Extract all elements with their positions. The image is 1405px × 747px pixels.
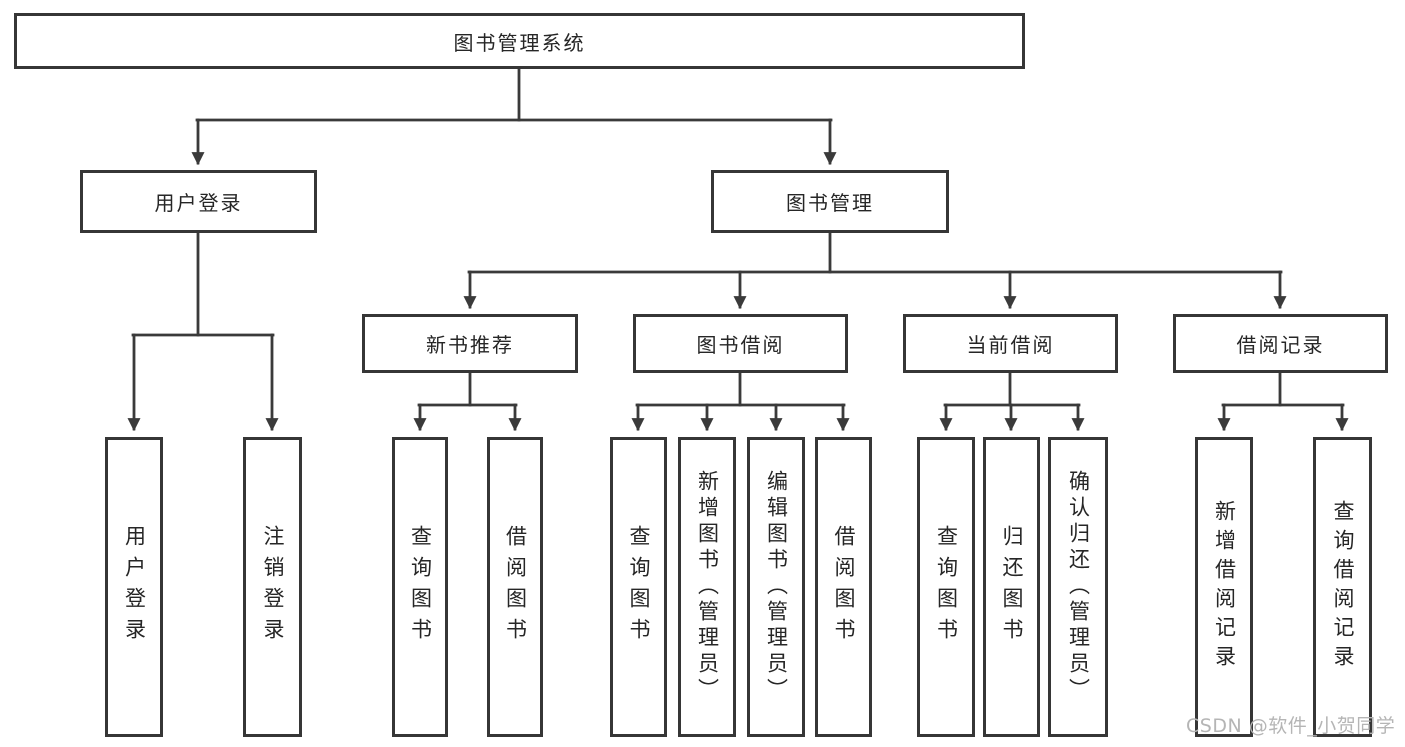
node-current-borrowing: 当前借阅 (903, 314, 1118, 373)
leaf-current-query-books: 查询图书 (917, 437, 975, 737)
leaf-recommend-query-books: 查询图书 (392, 437, 448, 737)
node-book-borrowing: 图书借阅 (633, 314, 848, 373)
csdn-watermark: CSDN @软件_小贺同学 (1186, 715, 1396, 737)
leaf-borrowing-edit-books-admin: 编辑图书（管理员） (747, 437, 805, 737)
leaf-logout: 注销登录 (243, 437, 302, 737)
node-new-book-recommendation: 新书推荐 (362, 314, 578, 373)
leaf-borrowing-query-books: 查询图书 (610, 437, 667, 737)
leaf-records-query-borrow-record: 查询借阅记录 (1313, 437, 1372, 737)
leaf-current-return-books: 归还图书 (983, 437, 1040, 737)
leaf-borrowing-borrow-books: 借阅图书 (815, 437, 872, 737)
node-user-login-branch: 用户登录 (80, 170, 317, 233)
leaf-borrowing-add-books-admin: 新增图书（管理员） (678, 437, 736, 737)
leaf-records-add-borrow-record: 新增借阅记录 (1195, 437, 1253, 737)
node-book-management-branch: 图书管理 (711, 170, 949, 233)
leaf-recommend-borrow-books: 借阅图书 (487, 437, 543, 737)
leaf-user-login: 用户登录 (105, 437, 163, 737)
node-borrowing-records: 借阅记录 (1173, 314, 1388, 373)
leaf-current-confirm-return-admin: 确认归还（管理员） (1048, 437, 1108, 737)
node-library-management-system: 图书管理系统 (14, 13, 1025, 69)
